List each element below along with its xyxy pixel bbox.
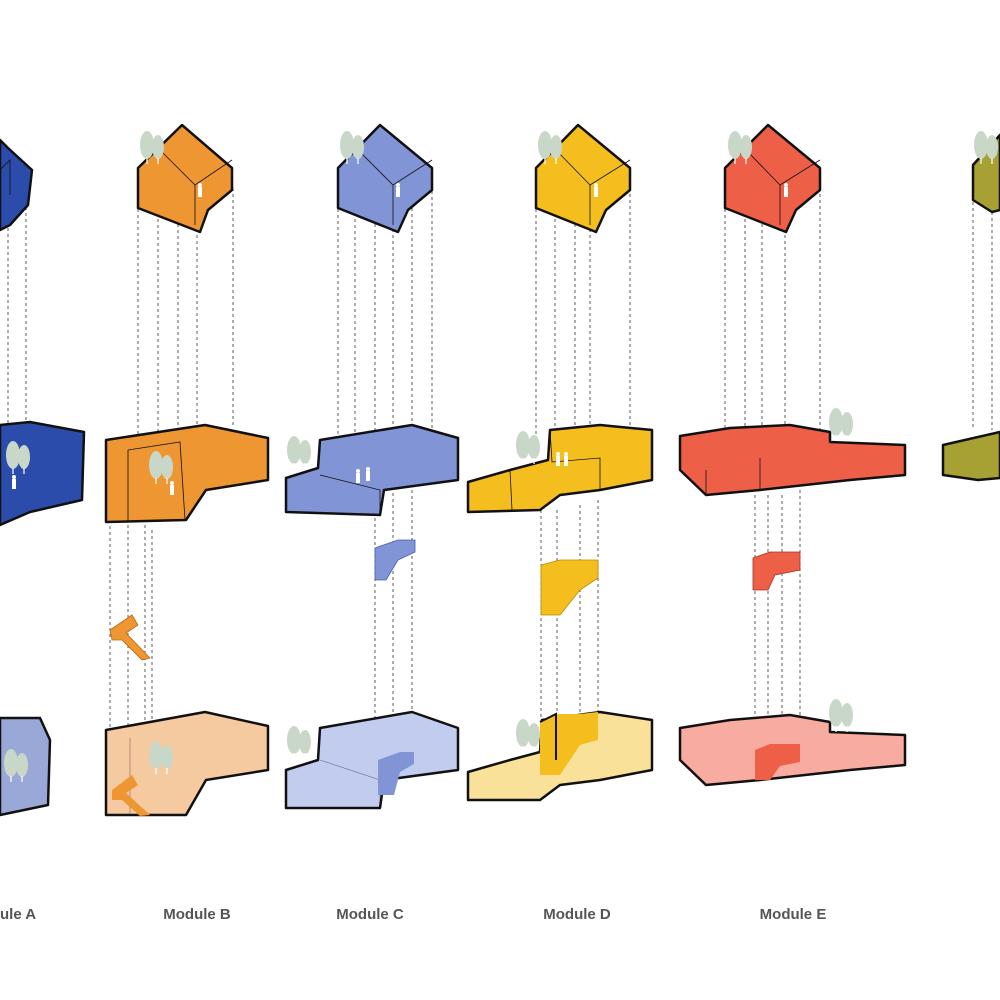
module-label: Module E (760, 906, 827, 923)
module-c-stair (374, 539, 416, 581)
person-icon (594, 183, 598, 197)
module-c-lower-level (284, 710, 460, 810)
module-c: Module C (284, 123, 460, 923)
module-a-guides (7, 195, 27, 430)
module-a (0, 138, 86, 817)
module-e: Module E (678, 123, 907, 923)
module-d-stair (540, 559, 599, 616)
module-e-lower-level (678, 698, 907, 787)
person-icon (366, 467, 370, 481)
module-label: ule A (0, 906, 36, 923)
module-b-lower-level (104, 710, 270, 817)
module-d-roof (534, 123, 632, 234)
module-c-roof (336, 123, 434, 234)
module-f-roof (971, 130, 1000, 214)
module-d-upper-level (466, 423, 654, 514)
person-icon (356, 469, 360, 483)
tree-icon (286, 725, 312, 760)
tree-icon (515, 430, 541, 465)
module-f (941, 130, 1000, 482)
tree-icon (828, 407, 854, 442)
module-b-upper-level (104, 423, 270, 524)
stair-icon (752, 551, 801, 591)
module-f-guides (972, 190, 993, 430)
module-a-lower-level (0, 716, 52, 817)
person-icon (564, 452, 568, 466)
stair-icon (374, 539, 416, 581)
tree-icon (828, 698, 854, 733)
person-icon (556, 452, 560, 466)
person-icon (170, 481, 174, 495)
person-icon (396, 183, 400, 197)
module-e-upper-level (678, 407, 907, 497)
tree-icon (515, 718, 541, 753)
tree-icon (286, 435, 312, 470)
module-e-roof (723, 123, 822, 234)
module-b-stair (109, 614, 151, 661)
module-label: Module D (543, 906, 611, 923)
stair-icon (109, 614, 151, 661)
module-e-guides (724, 185, 821, 760)
module-a-roof (0, 138, 34, 232)
person-icon (12, 475, 16, 489)
module-f-upper-level (941, 430, 1000, 482)
person-icon (198, 183, 202, 197)
module-c-upper-level (284, 423, 460, 517)
stair-icon (540, 559, 599, 616)
person-icon (784, 183, 788, 197)
module-label: Module C (336, 906, 404, 923)
module-b-roof (136, 123, 234, 234)
module-e-stair (752, 551, 801, 591)
module-d: Module D (466, 123, 654, 923)
module-b: Module B (104, 123, 270, 923)
module-d-lower-level (466, 710, 654, 802)
module-a-upper-level (0, 420, 86, 527)
module-label: Module B (163, 906, 231, 923)
